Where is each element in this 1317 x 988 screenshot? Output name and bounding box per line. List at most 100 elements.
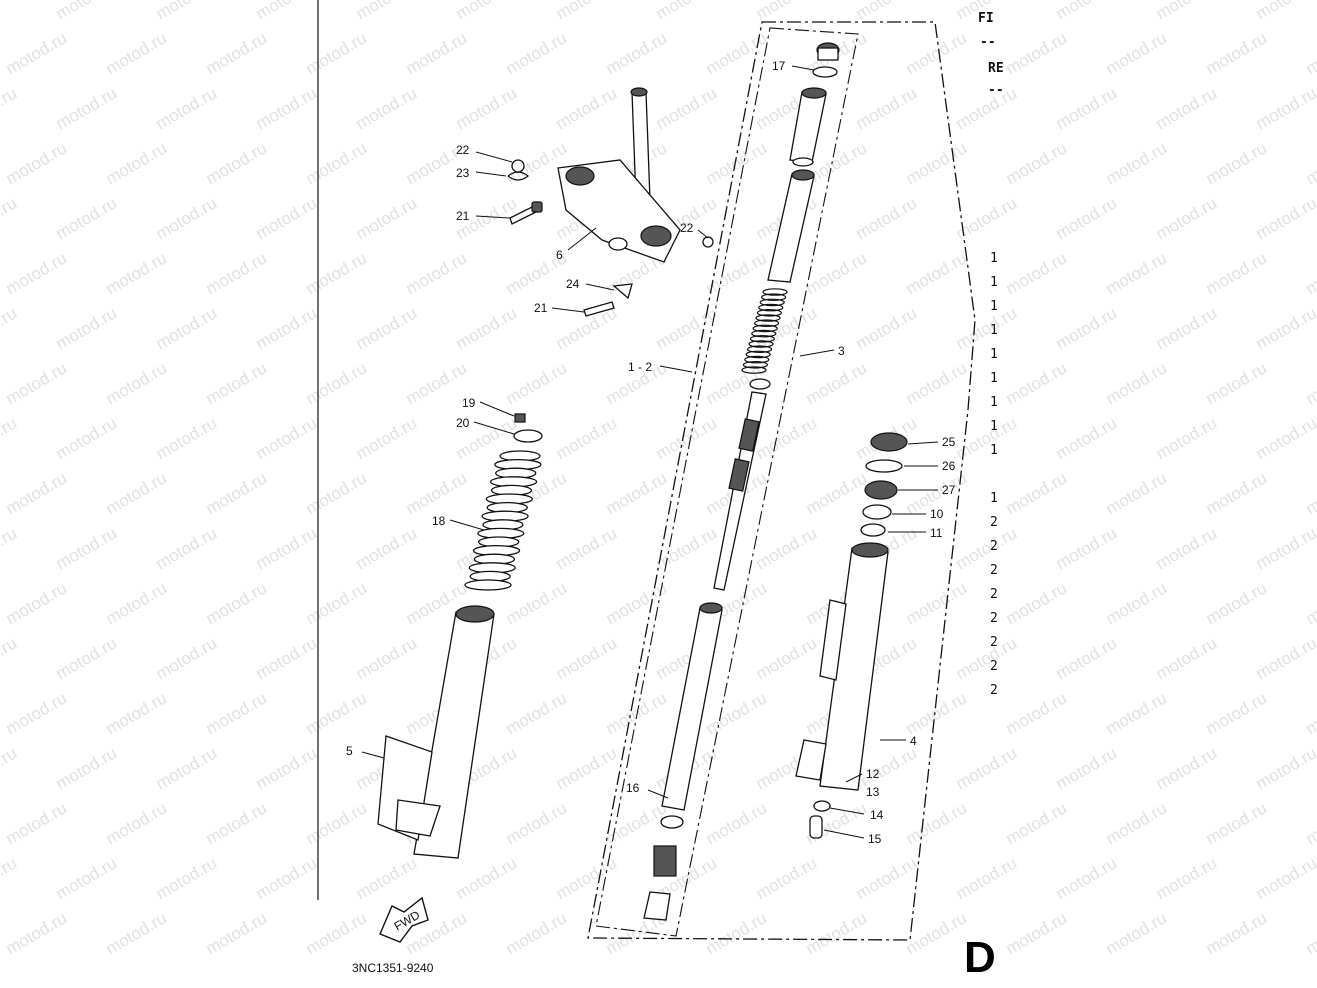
watermark-text: motod.ru [1253, 743, 1317, 793]
spring-coil [744, 355, 770, 364]
watermark-text: motod.ru [0, 83, 20, 133]
watermark-text: motod.ru [1103, 138, 1171, 188]
watermark-text: motod.ru [53, 303, 121, 353]
watermark-text: motod.ru [753, 633, 821, 683]
watermark-text: motod.ru [803, 468, 871, 518]
hardware-21-22-23-24 [507, 159, 714, 317]
watermark-text: motod.ru [3, 798, 71, 848]
right-column-item: 1 [990, 371, 998, 386]
callout-14: 14 [870, 808, 884, 822]
watermark-text: motod.ru [0, 413, 20, 463]
watermark-text: motod.ru [303, 908, 371, 958]
watermark-text: motod.ru [103, 798, 171, 848]
callout-15: 15 [868, 832, 882, 846]
watermark-text: motod.ru [303, 248, 371, 298]
watermark-text: motod.ru [1153, 413, 1221, 463]
right-column-item: 1 [990, 299, 998, 314]
watermark-text: motod.ru [503, 798, 571, 848]
watermark-text: motod.ru [453, 0, 521, 23]
watermark-text: motod.ru [1053, 193, 1121, 243]
watermark-text: motod.ru [353, 193, 421, 243]
watermark-text: motod.ru [1103, 688, 1171, 738]
page-letter: D [964, 933, 996, 982]
watermark-text: motod.ru [1253, 303, 1317, 353]
watermark-text: motod.ru [453, 853, 521, 903]
right-column-item: 2 [990, 539, 998, 554]
watermark-text: motod.ru [1153, 303, 1221, 353]
watermark-text: motod.ru [853, 303, 921, 353]
watermark-text: motod.ru [403, 248, 471, 298]
watermark-text: motod.ru [603, 468, 671, 518]
callout-11: 11 [930, 526, 943, 540]
watermark-text: motod.ru [803, 908, 871, 958]
watermark-text: motod.ru [903, 358, 971, 408]
spring-coil [745, 350, 771, 359]
watermark-text: motod.ru [303, 138, 371, 188]
watermark-text: motod.ru [403, 358, 471, 408]
watermark-text: motod.ru [503, 28, 571, 78]
watermark-text: motod.ru [553, 83, 621, 133]
header-line-2: -- [980, 35, 996, 50]
watermark-text: motod.ru [1253, 523, 1317, 573]
watermark-text: motod.ru [703, 688, 771, 738]
watermark-text: motod.ru [1003, 358, 1071, 408]
watermark-text: motod.ru [1103, 468, 1171, 518]
header-line-1: FI [978, 11, 994, 26]
watermark-text: motod.ru [353, 303, 421, 353]
assembly-outline [587, 21, 976, 941]
spring-coil [760, 293, 787, 302]
watermark-text: motod.ru [453, 303, 521, 353]
watermark-text: motod.ru [503, 358, 571, 408]
watermark-text: motod.ru [1153, 193, 1221, 243]
watermark-text: motod.ru [1253, 193, 1317, 243]
watermark-text: motod.ru [553, 633, 621, 683]
watermark-text: motod.ru [1303, 908, 1317, 958]
right-column-item: 1 [990, 275, 998, 290]
watermark-text: motod.ru [653, 523, 721, 573]
header-line-4: -- [988, 83, 1004, 98]
watermark-text: motod.ru [3, 28, 71, 78]
watermark-text: motod.ru [103, 468, 171, 518]
watermark-text: motod.ru [1103, 248, 1171, 298]
watermark-text: motod.ru [53, 523, 121, 573]
watermark-text: motod.ru [653, 0, 721, 23]
right-column-item: 1 [990, 491, 998, 506]
watermark-text: motod.ru [103, 688, 171, 738]
watermark-text: motod.ru [203, 908, 271, 958]
watermark-text: motod.ru [3, 688, 71, 738]
watermark-text: motod.ru [53, 193, 121, 243]
watermark-text: motod.ru [1053, 633, 1121, 683]
part-4-outer-tube-right [795, 432, 908, 839]
watermark-text: motod.ru [1303, 688, 1317, 738]
boot-fold [464, 579, 512, 591]
watermark-text: motod.ru [53, 0, 121, 23]
watermark-text: motod.ru [103, 358, 171, 408]
watermark-text: motod.ru [1253, 83, 1317, 133]
part-18-fork-boot [464, 450, 542, 591]
spring-coil [756, 308, 783, 317]
watermark-text: motod.ru [953, 193, 1021, 243]
watermark-text: motod.ru [1203, 28, 1271, 78]
watermark-text: motod.ru [53, 83, 121, 133]
watermark-text: motod.ru [103, 908, 171, 958]
watermark-text: motod.ru [1153, 743, 1221, 793]
watermark-text: motod.ru [703, 798, 771, 848]
watermark-text: motod.ru [703, 138, 771, 188]
watermark-text: motod.ru [203, 138, 271, 188]
watermark-text: motod.ru [1003, 248, 1071, 298]
spring-coil [749, 334, 776, 343]
watermark-text: motod.ru [1003, 28, 1071, 78]
watermark-text: motod.ru [0, 743, 20, 793]
callout-19: 19 [462, 396, 476, 410]
spring-coil [759, 298, 785, 307]
watermark-text: motod.ru [3, 578, 71, 628]
watermark-text: motod.ru [903, 138, 971, 188]
watermark-text: motod.ru [253, 0, 321, 23]
watermark-text: motod.ru [603, 688, 671, 738]
right-column-item: 1 [990, 251, 998, 266]
watermark-text: motod.ru [903, 798, 971, 848]
watermark-text: motod.ru [1003, 468, 1071, 518]
watermark-text: motod.ru [253, 193, 321, 243]
watermark-text: motod.ru [153, 413, 221, 463]
